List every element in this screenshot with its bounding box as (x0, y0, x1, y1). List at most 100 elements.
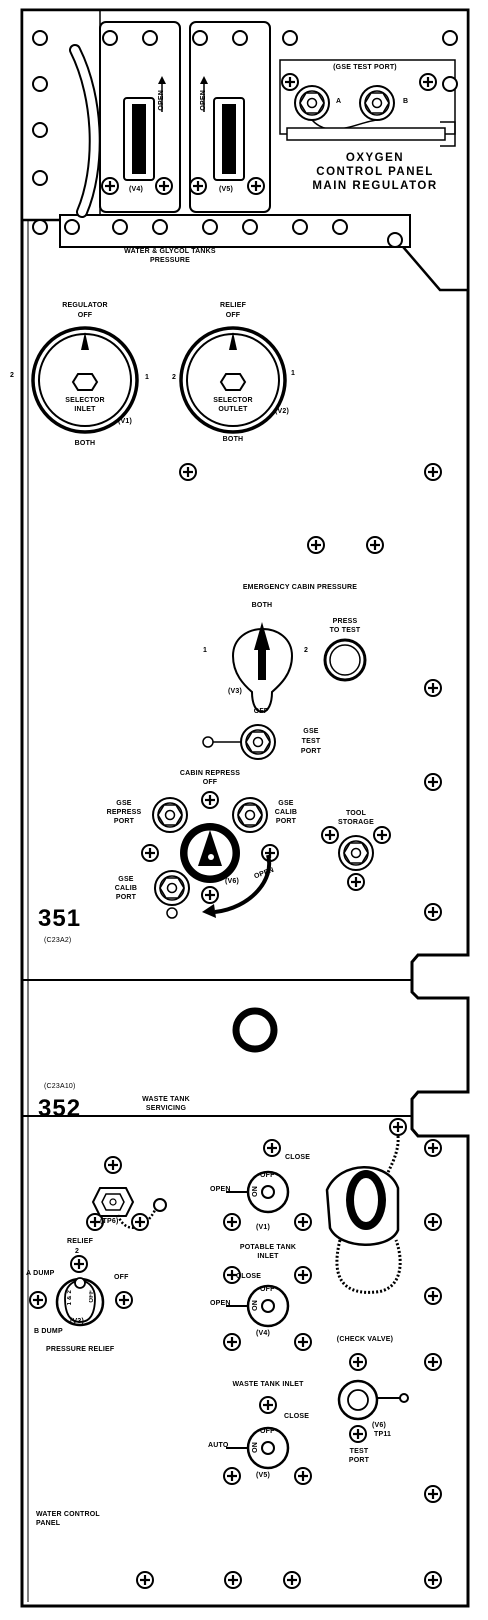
oxygen-title-line2: CONTROL PANEL (316, 166, 434, 178)
valve-v4-open-label: OPEN (158, 90, 165, 111)
gse-calib-port-right-fitting (232, 797, 268, 833)
waste-tank-cap (325, 1117, 408, 1294)
panel-351-code: (C23A2) (44, 937, 72, 944)
pressure-relief-2: 2 (75, 1248, 80, 1255)
regulator-valve-label: (V1) (118, 418, 133, 425)
relief-valve-label: (V2) (275, 408, 290, 415)
waste-tank-servicing-line1: WASTE TANK (142, 1096, 190, 1103)
emergency-both: BOTH (251, 602, 273, 609)
pressure-relief-valve (55, 1277, 105, 1327)
v1-off: OFF (260, 1172, 275, 1179)
v5-on: ON (252, 1442, 259, 1453)
v1-valve-label: (V1) (256, 1224, 271, 1231)
v4-open: OPEN (210, 1300, 231, 1307)
gse-test-port-label: (GSE TEST PORT) (333, 64, 397, 71)
potable-tank-line2: INLET (257, 1253, 279, 1260)
waste-tank-servicing-line2: SERVICING (145, 1105, 187, 1112)
valve-v4-label: (V4) (128, 186, 144, 193)
water-control-panel-line1: WATER CONTROL (36, 1511, 100, 1518)
oxygen-title-line3: MAIN REGULATOR (312, 180, 438, 192)
panel-351-number: 351 (38, 905, 82, 932)
potable-tank-line1: POTABLE TANK (239, 1244, 297, 1251)
waste-tank-inlet-label: WASTE TANK INLET (232, 1381, 304, 1388)
pressure-relief-b-dump: B DUMP (34, 1328, 63, 1335)
valve-v5-inner-label: B (226, 166, 232, 173)
pressure-relief-title: PRESSURE RELIEF (46, 1346, 115, 1353)
pressure-relief-knob-off: OFF (89, 1290, 95, 1303)
valve-v5-352 (226, 1426, 290, 1470)
tp6-fitting (91, 1187, 167, 1229)
panel-352-code: (C23A10) (44, 1083, 76, 1090)
tool-storage-fitting (338, 835, 374, 871)
relief-pos-2: 2 (172, 374, 177, 381)
emergency-pos-1: 1 (203, 647, 208, 654)
oxygen-title-line1: OXYGEN (345, 152, 405, 164)
v4-off: OFF (260, 1286, 275, 1293)
gse-test-port-b-fitting (359, 85, 395, 121)
valve-v5-label: (V5) (218, 186, 234, 193)
emergency-gse-test-port (202, 724, 276, 760)
v5-close: CLOSE (284, 1413, 310, 1420)
pressure-relief-relief: RELIEF (66, 1238, 94, 1245)
tanks-label-line1: WATER & GLYCOL TANKS (124, 248, 216, 255)
relief-selector-dial (179, 326, 287, 434)
relief-both: BOTH (222, 436, 244, 443)
tool-storage-line2: STORAGE (338, 819, 374, 826)
panel-352-number: 352 (38, 1095, 82, 1122)
cabin-repress-valve (180, 823, 240, 883)
v1-on: ON (252, 1186, 259, 1197)
v4-valve-label: (V4) (256, 1330, 271, 1337)
regulator-pos-2: 2 (10, 372, 15, 379)
v5-off: OFF (260, 1428, 275, 1435)
emergency-title: EMERGENCY CABIN PRESSURE (242, 584, 358, 591)
emergency-gse-line2: TEST (301, 738, 321, 745)
valve-v1-352 (226, 1170, 290, 1214)
pressure-relief-valve-label: (V3) (70, 1318, 85, 1325)
relief-off: OFF (225, 312, 241, 319)
relief-selector: SELECTOR (213, 397, 253, 404)
check-valve (337, 1379, 409, 1421)
emergency-off: OFF (253, 708, 269, 715)
tp11-label: TP11 (374, 1431, 392, 1438)
press-to-test-line2: TO TEST (329, 627, 361, 634)
emergency-cabin-pressure-valve (231, 622, 294, 714)
test-port-line1: TEST (349, 1448, 369, 1455)
pressure-relief-off: OFF (114, 1274, 129, 1281)
v4-close: CLOSE (236, 1273, 262, 1280)
pressure-relief-a-dump: A DUMP (26, 1270, 55, 1277)
cabin-repress-off: OFF (202, 779, 218, 786)
relief-pos-1: 1 (291, 370, 296, 377)
v4-on: ON (252, 1300, 259, 1311)
valve-v4-inner-label: A (136, 166, 142, 173)
gse-calib-right-line1: GSE (278, 800, 294, 807)
regulator-both: BOTH (74, 440, 96, 447)
gse-repress-port-fitting (152, 797, 188, 833)
port-b-label: B (403, 98, 409, 105)
gse-repress-line2: REPRESS (106, 809, 142, 816)
regulator-selector: SELECTOR (65, 397, 105, 404)
regulator-selector-dial (31, 326, 139, 434)
gse-calib-left-line1: GSE (118, 876, 134, 883)
gse-test-port-a-fitting (294, 85, 330, 121)
center-ring (232, 1007, 278, 1053)
valve-v5-open-label: OPEN (200, 90, 207, 111)
emergency-gse-line3: PORT (300, 748, 322, 755)
gse-calib-right-line3: PORT (275, 818, 297, 825)
tool-storage-line1: TOOL (345, 810, 367, 817)
v1-close: CLOSE (285, 1154, 311, 1161)
tp6-label: (TP6) (100, 1218, 119, 1225)
regulator-title: REGULATOR (62, 302, 108, 309)
emergency-gse-line1: GSE (303, 728, 319, 735)
regulator-inlet: INLET (74, 406, 96, 413)
v5-auto: AUTO (208, 1442, 229, 1449)
v1-open: OPEN (210, 1186, 231, 1193)
relief-outlet: OUTLET (218, 406, 248, 413)
gse-calib-left-line3: PORT (115, 894, 137, 901)
v6-label: (V6) (372, 1422, 387, 1429)
press-to-test-line1: PRESS (332, 618, 358, 625)
check-valve-label: (CHECK VALVE) (336, 1336, 394, 1343)
emergency-pos-2: 2 (304, 647, 309, 654)
gse-repress-line1: GSE (116, 800, 132, 807)
cabin-repress-title: CABIN REPRESS (179, 770, 241, 777)
water-control-panel-line2: PANEL (36, 1520, 61, 1527)
